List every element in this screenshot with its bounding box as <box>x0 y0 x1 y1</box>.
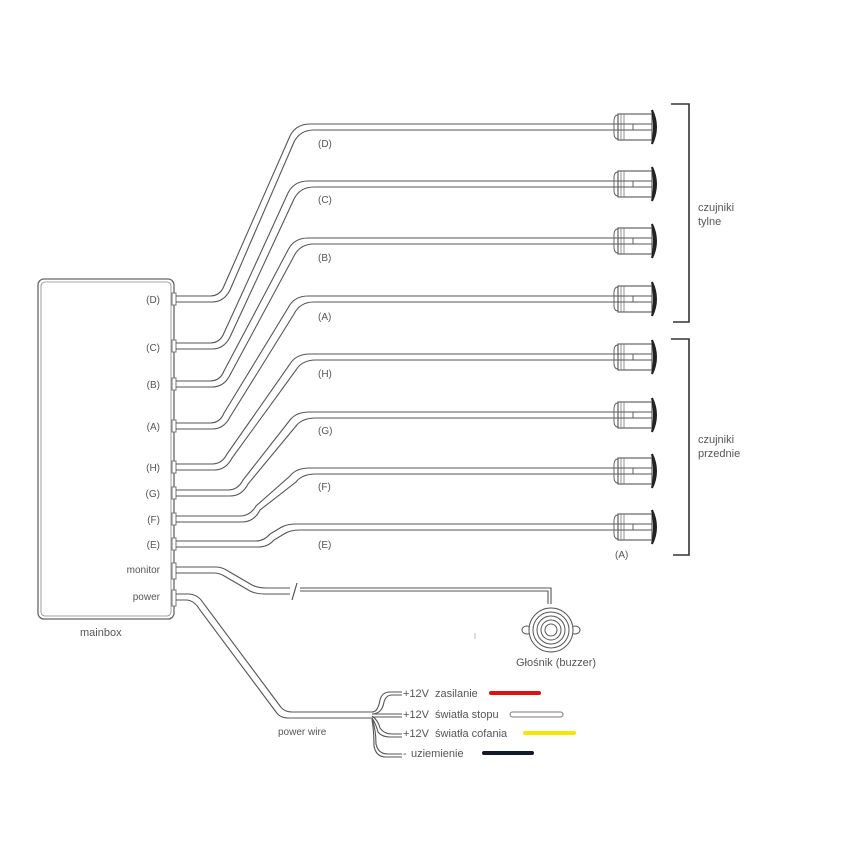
mainbox <box>37 278 175 620</box>
cable-label-a: (A) <box>318 312 331 323</box>
cable-h <box>176 353 620 465</box>
sensor-g <box>613 397 657 433</box>
cable-e <box>176 523 620 542</box>
sensor-h <box>613 339 657 375</box>
power-cable <box>176 593 402 758</box>
cable-b <box>176 237 620 382</box>
front-sensors <box>613 339 657 545</box>
cable-f <box>176 467 620 517</box>
monitor-port-label: monitor <box>127 565 161 576</box>
sensor-b <box>613 223 657 259</box>
wire-name: światła cofania <box>435 728 508 740</box>
port-label-d: (D) <box>146 295 160 306</box>
rear-group-label-line2: tylne <box>698 216 721 228</box>
port-label-f: (F) <box>147 515 160 526</box>
wire-color-swatch <box>489 691 541 695</box>
port-connectors <box>171 292 177 607</box>
port-label-b: (B) <box>147 380 160 391</box>
mainbox-label: mainbox <box>80 627 122 639</box>
sensor-d <box>613 109 657 145</box>
cable-g <box>176 411 620 491</box>
buzzer-icon <box>521 607 581 653</box>
sensor-a <box>613 281 657 317</box>
buzzer-label: Głośnik (buzzer) <box>516 657 596 669</box>
port-label-e: (E) <box>147 540 160 551</box>
wire-prefix: +12V <box>403 728 430 740</box>
wire-row-swiatla-stopu: +12V światła stopu <box>403 709 564 721</box>
wire-name: uziemienie <box>411 748 464 760</box>
sensor-cables <box>176 123 620 548</box>
cable-c <box>176 180 620 344</box>
wire-color-swatch <box>509 711 564 718</box>
front-group-label-line2: przednie <box>698 448 740 460</box>
port-label-c: (C) <box>146 343 160 354</box>
cable-label-h: (H) <box>318 369 332 380</box>
front-group-label-line1: czujniki <box>698 434 734 446</box>
wire-row-uziemienie: - uziemienie <box>403 748 534 760</box>
port-label-h: (H) <box>146 463 160 474</box>
power-port-label: power <box>133 592 161 603</box>
sensor-f <box>613 453 657 489</box>
cable-label-b: (B) <box>318 253 331 264</box>
port-label-g: (G) <box>146 489 160 500</box>
wire-row-swiatla-cofania: +12V światła cofania <box>403 728 576 740</box>
port-label-a: (A) <box>147 422 160 433</box>
rear-group-label-line1: czujniki <box>698 202 734 214</box>
sensor-tag: (A) <box>615 550 628 561</box>
wire-prefix: - <box>403 748 407 760</box>
cable-a <box>176 295 620 424</box>
cable-label-d: (D) <box>318 139 332 150</box>
cable-d <box>176 123 620 297</box>
rear-sensors <box>613 109 657 317</box>
wire-prefix: +12V <box>403 688 430 700</box>
wire-row-zasilanie: +12V zasilanie <box>403 688 541 700</box>
wire-name: zasilanie <box>435 688 478 700</box>
cable-label-e: (E) <box>318 540 331 551</box>
wire-color-swatch <box>482 751 534 755</box>
power-wire-label: power wire <box>278 727 327 738</box>
wire-name: światła stopu <box>435 709 499 721</box>
cable-label-c: (C) <box>318 195 332 206</box>
buzzer-cable <box>176 566 552 604</box>
rear-bracket <box>671 103 690 323</box>
sensor-e <box>613 509 657 545</box>
front-bracket <box>671 338 690 556</box>
wire-color-swatch <box>523 731 576 735</box>
sensor-c <box>613 166 657 202</box>
cable-label-f: (F) <box>318 482 331 493</box>
wire-prefix: +12V <box>403 709 430 721</box>
cable-label-g: (G) <box>318 426 332 437</box>
